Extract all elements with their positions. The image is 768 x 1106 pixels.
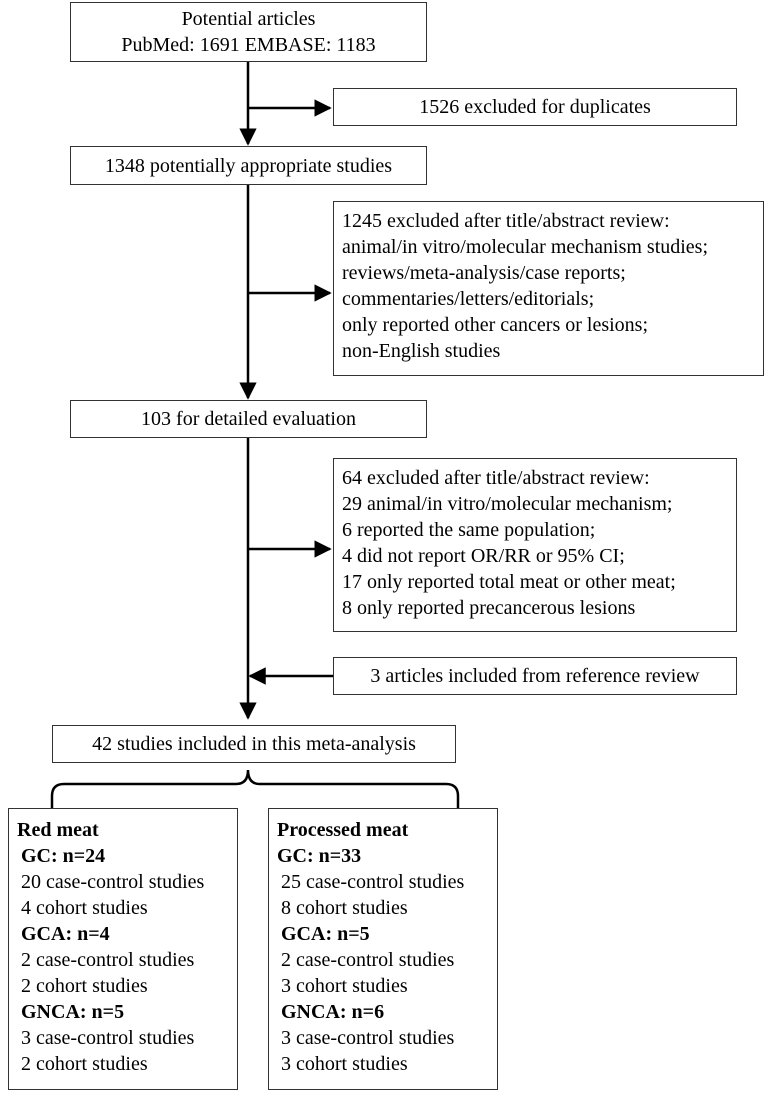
red-gc-case-control: 20 case-control studies (21, 871, 205, 893)
exclusion1-line: non-English studies (342, 340, 501, 362)
processed-gc-count: GC: n=33 (277, 845, 362, 867)
detailed-text: 103 for detailed evaluation (141, 408, 356, 430)
processed-gnca-count: GNCA: n=6 (281, 1001, 385, 1023)
red-gc-cohort: 4 cohort studies (21, 897, 148, 919)
potential-sources: PubMed: 1691 EMBASE: 1183 (121, 34, 376, 56)
processed-gc-cohort: 8 cohort studies (281, 897, 408, 919)
processed-meat-box: Processed meat GC: n=33 25 case-control … (268, 808, 498, 1090)
potential-articles-box: Potential articles PubMed: 1691 EMBASE: … (70, 2, 427, 62)
appropriate-text: 1348 potentially appropriate studies (104, 154, 393, 177)
included-text: 42 studies included in this meta-analysi… (92, 733, 416, 755)
exclusion1-line: commentaries/letters/editorials; (342, 288, 595, 310)
exclusion-title-review-box: 1245 excluded after title/abstract revie… (333, 201, 764, 376)
exclusion-detailed-review-box: 64 excluded after title/abstract review:… (333, 458, 737, 632)
potential-title: Potential articles (181, 8, 316, 30)
appropriate-studies-box: 1348 potentially appropriate studies (70, 146, 427, 185)
split-brace (50, 769, 460, 808)
red-gca-cohort: 2 cohort studies (21, 975, 148, 997)
processed-gca-case-control: 2 case-control studies (281, 949, 455, 971)
duplicates-text: 1526 excluded for duplicates (419, 96, 651, 118)
exclusion1-line: animal/in vitro/molecular mechanism stud… (342, 236, 709, 258)
red-gnca-case-control: 3 case-control studies (21, 1027, 195, 1049)
included-studies-box: 42 studies included in this meta-analysi… (52, 725, 456, 763)
exclusion1-line: only reported other cancers or lesions; (342, 314, 649, 336)
exclusion2-line: 29 animal/in vitro/molecular mechanism; (342, 493, 673, 515)
exclusion2-line: 6 reported the same population; (342, 519, 596, 541)
processed-gnca-cohort: 3 cohort studies (281, 1053, 408, 1075)
processed-gnca-case-control: 3 case-control studies (281, 1027, 455, 1049)
red-gc-count: GC: n=24 (21, 845, 106, 867)
detailed-evaluation-box: 103 for detailed evaluation (70, 400, 427, 438)
red-gca-case-control: 2 case-control studies (21, 949, 195, 971)
processed-meat-title: Processed meat (277, 819, 409, 841)
reference-text: 3 articles included from reference revie… (370, 665, 700, 687)
exclusion1-line: 1245 excluded after title/abstract revie… (342, 210, 670, 232)
red-meat-box: Red meat GC: n=24 20 case-control studie… (8, 808, 238, 1090)
red-gnca-cohort: 2 cohort studies (21, 1053, 148, 1075)
exclusion2-line: 8 only reported precancerous lesions (342, 597, 636, 619)
exclusion2-line: 64 excluded after title/abstract review: (342, 467, 650, 489)
exclusion2-line: 4 did not report OR/RR or 95% CI; (342, 545, 625, 567)
processed-gc-case-control: 25 case-control studies (281, 871, 465, 893)
duplicates-box: 1526 excluded for duplicates (333, 88, 737, 126)
processed-gca-cohort: 3 cohort studies (281, 975, 408, 997)
exclusion2-line: 17 only reported total meat or other mea… (342, 571, 676, 593)
exclusion1-line: reviews/meta-analysis/case reports; (342, 262, 626, 284)
red-meat-title: Red meat (17, 819, 99, 841)
processed-gca-count: GCA: n=5 (281, 923, 370, 945)
red-gca-count: GCA: n=4 (21, 923, 110, 945)
red-gnca-count: GNCA: n=5 (21, 1001, 125, 1023)
reference-review-box: 3 articles included from reference revie… (333, 657, 737, 695)
